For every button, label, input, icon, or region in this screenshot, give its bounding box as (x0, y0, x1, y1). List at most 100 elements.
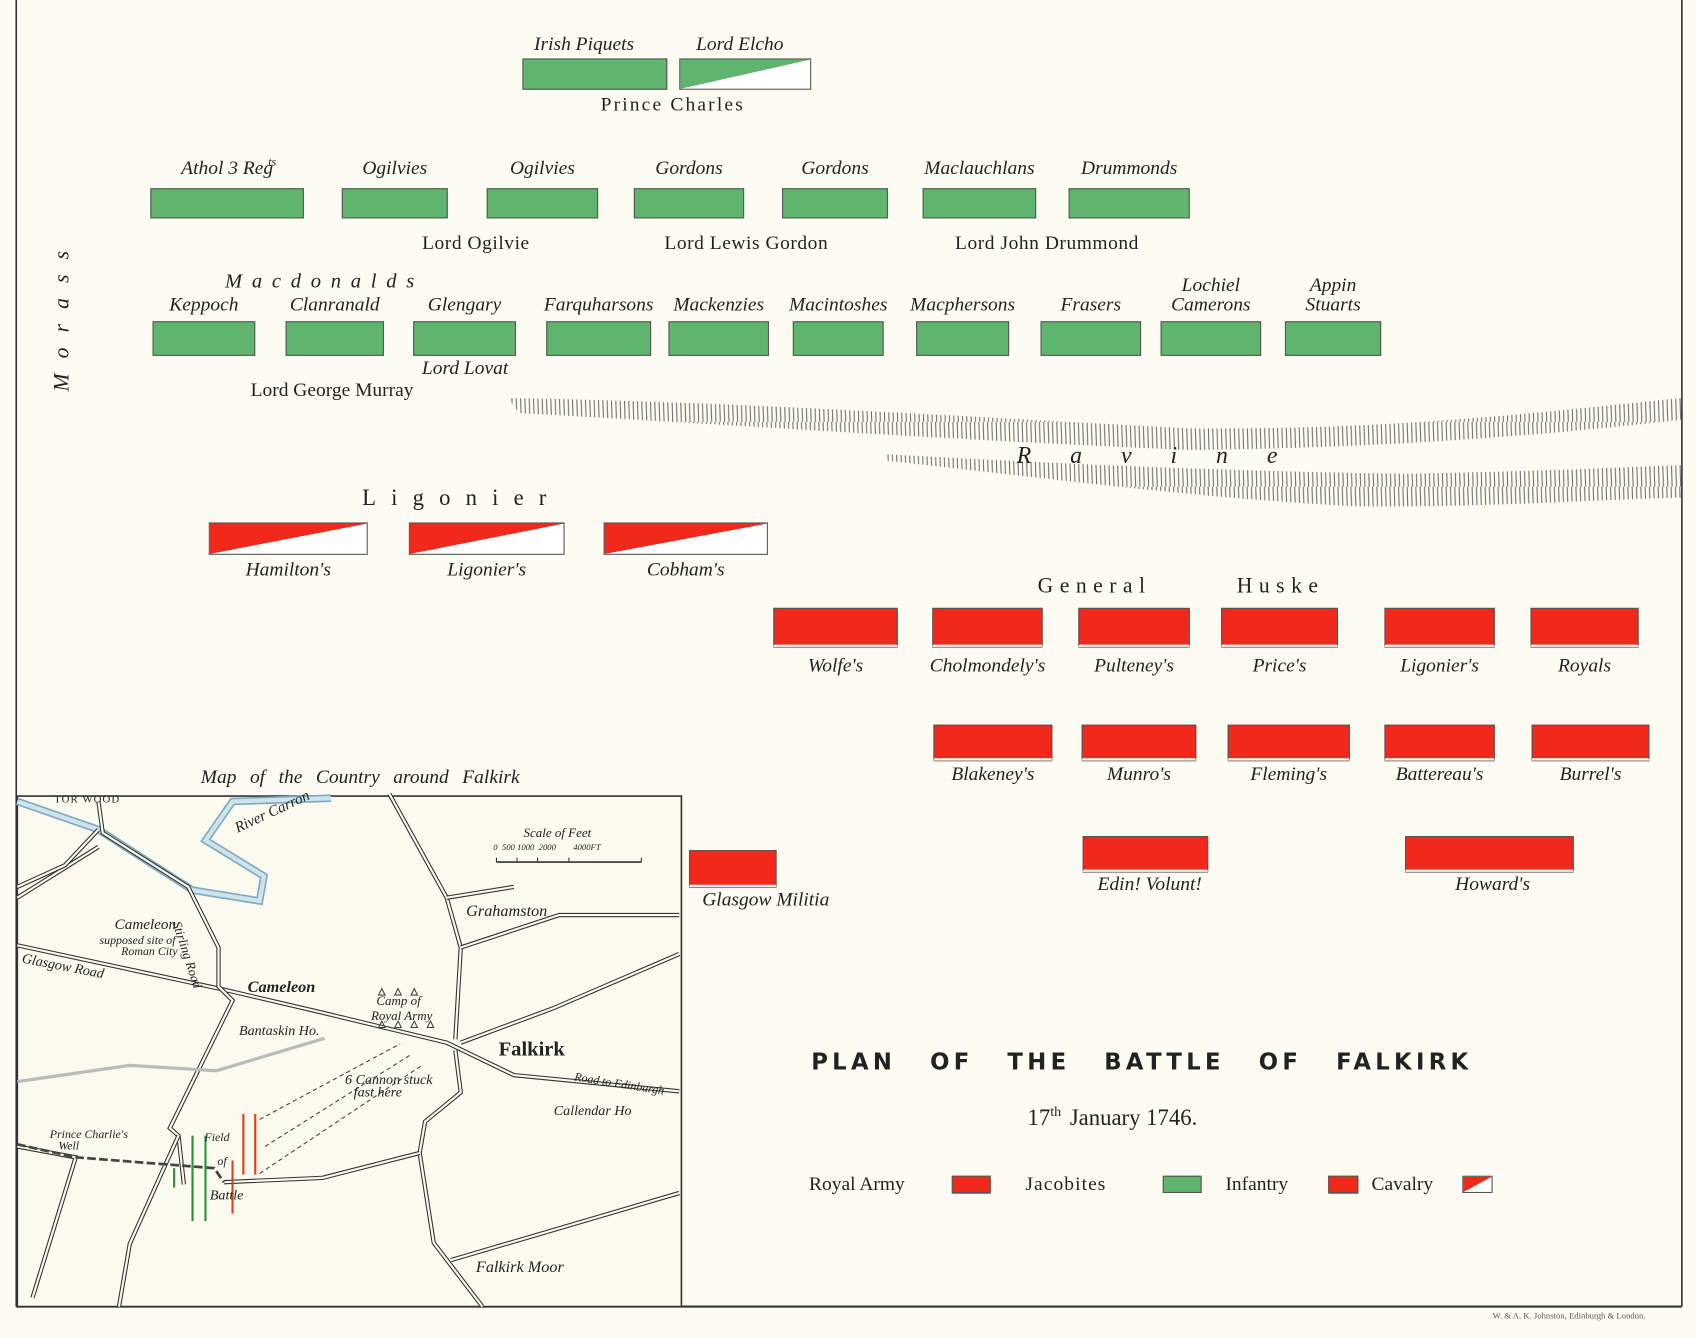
road-moor-fill (450, 1191, 680, 1262)
legend-royal-army: Royal Army (809, 1172, 905, 1195)
unit-jacobite-line2 (546, 321, 652, 356)
unit-jacobite-line1 (341, 188, 448, 219)
legend-jacobites: Jacobites (1025, 1172, 1107, 1195)
inset-label-site-note2: Roman City (121, 945, 178, 959)
legend-swatch-cavalry (1462, 1175, 1493, 1194)
unit-royal-line2 (1384, 724, 1495, 761)
inset-label-cannon2: fast here (353, 1083, 402, 1100)
label-jacobite-line2: Appin Stuarts (1305, 273, 1361, 315)
label-jacobite-line2: Macintoshes (789, 293, 888, 315)
unit-glasgow-militia (688, 850, 777, 887)
inset-label-camp2: Royal Army (370, 1008, 433, 1024)
label-huske: Huske (1236, 574, 1325, 599)
label-lord-lovat: Lord Lovat (421, 356, 509, 379)
label-jacobite-commander: Lord Lewis Gordon (664, 231, 829, 254)
unit-royal-line2 (1531, 724, 1650, 761)
inset-label-well2: Well (58, 1140, 80, 1153)
label-jacobite-line2: Farquharsons (543, 293, 654, 315)
unit-edinburgh-volunteers (1082, 836, 1209, 872)
unit-royal-line1 (1530, 607, 1639, 647)
tent-icon (410, 1019, 419, 1029)
unit-lord-elcho (679, 58, 812, 90)
legend-swatch-jacobite (1162, 1175, 1202, 1194)
road-grahamston-fill (446, 885, 514, 899)
inset-label-field3: Battle (209, 1186, 244, 1203)
inset-label-scale-title: Scale of Feet (523, 825, 592, 841)
inset-label-scale-ticks: 0 500 1000 2000 4000FT (493, 842, 601, 853)
unit-royal-cavalry (408, 522, 565, 555)
label-edinburgh-volunteers: Edin! Volunt! (1097, 872, 1202, 895)
inset-frame (16, 795, 683, 1308)
unit-jacobite-line1 (150, 188, 304, 219)
unit-jacobite-line2 (916, 321, 1010, 356)
unit-jacobite-line2 (1040, 321, 1142, 356)
label-prince-charles: Prince Charles (600, 93, 745, 115)
inset-label-callendar: Callendar Ho (553, 1102, 632, 1119)
label-royal-cavalry: Hamilton's (245, 558, 331, 580)
date-rest: January 1746. (1069, 1104, 1198, 1131)
label-jacobite-commander: Lord Ogilvie (422, 231, 530, 254)
unit-jacobite-line1 (633, 188, 745, 219)
unit-jacobite-line2 (1160, 321, 1262, 356)
label-macdonalds: Macdonalds (225, 270, 424, 294)
march-route (259, 1043, 401, 1120)
unit-jacobite-line1 (922, 188, 1037, 219)
label-ravine: Ravine (1016, 441, 1317, 469)
road-southwest-fill (117, 1135, 180, 1307)
road-battle-east-fill (223, 1151, 420, 1184)
label-ligonier-commander: Ligonier (362, 484, 562, 511)
label-jacobite-line1: Drummonds (1081, 156, 1178, 179)
unit-jacobite-line1 (1068, 188, 1190, 219)
unit-jacobite-line2 (1284, 321, 1382, 356)
label-irish-piquets: Irish Piquets (534, 32, 635, 55)
label-jacobite-line1: Gordons (801, 156, 869, 179)
inset-label-cannon1: 6 Cannon stuck (345, 1070, 433, 1088)
inset-label-bantaskin: Bantaskin Ho. (239, 1022, 320, 1039)
label-royal-line1: Royals (1558, 654, 1612, 676)
label-royal-line1: Cholmondely's (929, 654, 1046, 676)
label-jacobite-line2: Clanranald (289, 293, 380, 315)
label-royal-line2: Munro's (1106, 762, 1171, 785)
road-stirling-fill (97, 801, 234, 1185)
inset-label-falkirk: Falkirk (498, 1038, 565, 1062)
date-suffix: th (1050, 1103, 1062, 1120)
unit-royal-line2 (933, 724, 1053, 761)
inset-label-site-note1: supposed site of (99, 934, 176, 948)
label-jacobite-line1: Ogilvies (362, 156, 428, 179)
label-jacobite-line1: Maclauchlans (924, 156, 1035, 179)
inset-label-field1: Field (204, 1131, 230, 1145)
inset-label-grahamston: Grahamston (466, 903, 548, 921)
imprint: W. & A. K. Johnston, Edinburgh & London. (1492, 1310, 1646, 1321)
inset-label-tor-wood: TOR WOOD (54, 793, 121, 806)
unit-royal-line1 (932, 607, 1043, 647)
label-jacobite-line2: Mackenzies (673, 293, 765, 315)
unit-jacobite-line1 (486, 188, 599, 219)
ravine-bank-lower (886, 454, 1682, 507)
unit-royal-line1 (1221, 607, 1338, 647)
march-route (259, 1064, 423, 1174)
unit-royal-cavalry (208, 522, 368, 555)
unit-royal-line1 (1078, 607, 1190, 647)
inset-title: Map of the Country around Falkirk (200, 765, 520, 788)
road-faint (17, 1036, 325, 1084)
path-prince-charlies-well (17, 1143, 226, 1183)
unit-royal-cavalry (603, 522, 768, 555)
inset-label-cameleon: Cameleon (247, 978, 316, 997)
label-royal-line1: Price's (1252, 654, 1307, 676)
unit-irish-piquets (522, 58, 668, 90)
label-jacobite-line2: Keppoch (169, 293, 239, 315)
unit-royal-line1 (773, 607, 898, 647)
road-south-fill (418, 1050, 484, 1308)
label-royal-line1: Ligonier's (1400, 654, 1480, 676)
label-royal-line1: Pulteney's (1094, 654, 1174, 676)
label-royal-line2: Battereau's (1395, 762, 1484, 785)
inset-label-cameleon-site: Cameleon (114, 917, 177, 934)
label-jacobite-line1: Gordons (655, 156, 723, 179)
ravine-bank-upper (508, 398, 1682, 450)
road-northeast-fill (460, 952, 680, 1044)
road-east-fill (460, 913, 680, 949)
label-jacobite-line2: Glengary (427, 293, 502, 315)
road-tor-fill (16, 828, 100, 888)
inset-label-field2: of (217, 1155, 227, 1169)
